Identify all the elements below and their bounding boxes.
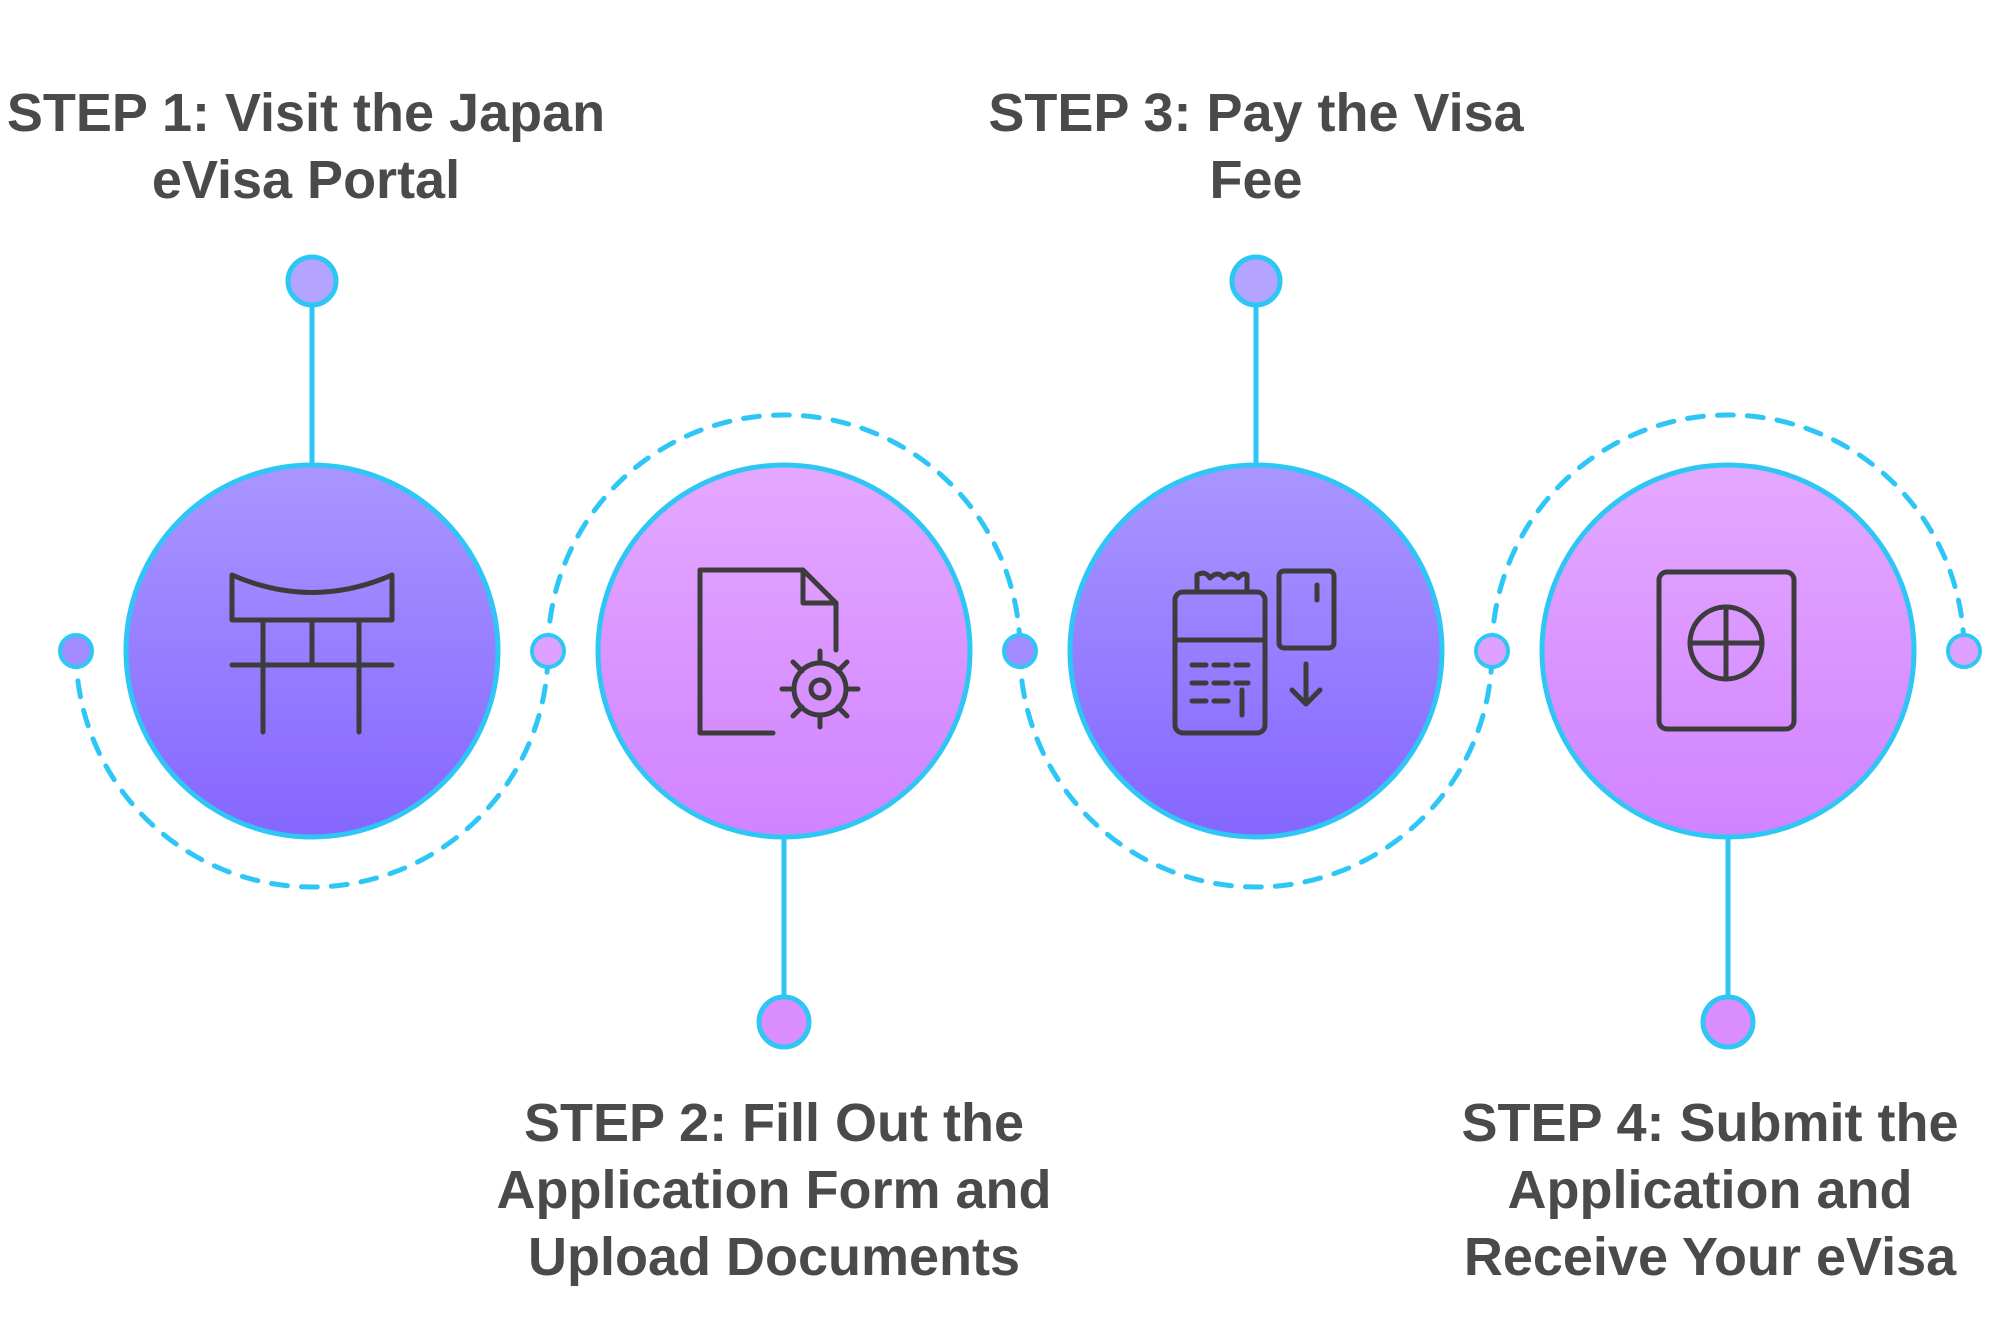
arc-bottom-1	[73, 648, 551, 890]
arc-dot-1	[58, 633, 94, 669]
stem-dot-step-4	[1700, 994, 1756, 1050]
step-1-label-line-1: STEP 1: Visit the Japan	[6, 83, 606, 143]
step-2-label: STEP 2: Fill Out the Application Form an…	[484, 1090, 1064, 1291]
arc-top-2	[545, 412, 1023, 654]
document-gear-icon	[697, 567, 861, 736]
step-3-circle	[1067, 462, 1445, 840]
step-3-label-line-1: STEP 3: Pay the Visa	[988, 83, 1524, 143]
dashed-connector-arcs	[73, 412, 1967, 890]
step-4-label-line-2: Application and	[1507, 1160, 1913, 1220]
step-3-label: STEP 3: Pay the Visa Fee	[966, 80, 1546, 214]
stem-dot-step-3	[1229, 254, 1283, 308]
arc-dot-3	[1002, 633, 1038, 669]
arc-dot-2	[530, 633, 566, 669]
step-1-label-line-2: eVisa Portal	[151, 150, 461, 210]
arc-dot-5	[1946, 633, 1982, 669]
stem-dot-step-2	[756, 994, 812, 1050]
step-2-label-line-1: STEP 2: Fill Out the	[523, 1093, 1025, 1153]
stem-end-dots	[285, 254, 1756, 1050]
step-2-label-line-3: Upload Documents	[527, 1227, 1021, 1287]
arc-dots	[58, 633, 1982, 669]
passport-icon	[1656, 569, 1797, 732]
step-2-circle	[595, 462, 973, 840]
step-2-label-line-2: Application Form and	[496, 1160, 1052, 1220]
step-1-label: STEP 1: Visit the Japan eVisa Portal	[0, 80, 612, 214]
stems	[309, 300, 1731, 1000]
arc-dot-4	[1474, 633, 1510, 669]
stem-dot-step-1	[285, 254, 339, 308]
step-4-label-line-1: STEP 4: Submit the	[1461, 1093, 1959, 1153]
step-3-label-line-2: Fee	[1209, 150, 1303, 210]
step-4-label-line-3: Receive Your eVisa	[1463, 1227, 1957, 1287]
step-4-label: STEP 4: Submit the Application and Recei…	[1430, 1090, 1990, 1291]
torii-gate-icon	[229, 572, 395, 735]
payment-terminal-icon	[1172, 568, 1337, 736]
arc-bottom-3	[1017, 648, 1495, 890]
arc-top-4	[1489, 412, 1967, 654]
